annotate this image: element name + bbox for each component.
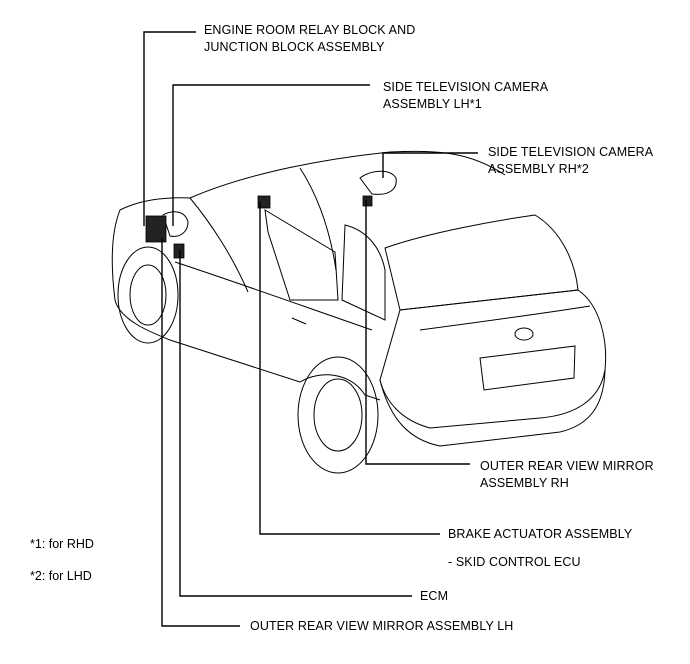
footnote-lhd: *2: for LHD — [30, 569, 92, 583]
leader-mirror-rh — [365, 200, 470, 465]
label-mirror-rh-line1: OUTER REAR VIEW MIRROR — [480, 459, 654, 473]
label-mirror-rh-line2: ASSEMBLY RH — [480, 476, 569, 490]
brake-actuator-component — [257, 195, 271, 209]
front-fascia — [111, 209, 171, 341]
rear-wheel — [297, 356, 379, 474]
front-side-window — [264, 209, 339, 301]
vehicle-outline — [111, 150, 607, 474]
label-camera-lh-line2: ASSEMBLY LH*1 — [383, 97, 482, 111]
right-mirror — [359, 170, 397, 195]
leader-ecm — [179, 250, 412, 597]
tail-lamp-line — [419, 305, 591, 331]
front-wheel — [117, 246, 179, 344]
leader-brake-actuator — [259, 202, 440, 535]
label-mirror-lh: OUTER REAR VIEW MIRROR ASSEMBLY LH — [250, 619, 514, 633]
label-camera-lh-line1: SIDE TELEVISION CAMERA — [383, 80, 549, 94]
label-brake-actuator: BRAKE ACTUATOR ASSEMBLY — [448, 527, 633, 541]
engine-relay-block-component — [145, 215, 167, 243]
leader-engine-relay — [143, 31, 196, 226]
label-engine-relay-line2: JUNCTION BLOCK ASSEMBLY — [204, 40, 385, 54]
rear-glass — [384, 214, 579, 311]
rear-emblem — [514, 327, 534, 341]
windshield-frame — [189, 167, 337, 293]
footnote-rhd: *1: for RHD — [30, 537, 94, 551]
rocker-panel — [169, 339, 381, 401]
left-mirror — [162, 211, 189, 237]
rear-tailgate — [379, 289, 607, 429]
front-rim — [129, 264, 167, 326]
mirror-rh-component — [362, 195, 373, 207]
ecm-component — [173, 243, 185, 259]
label-camera-rh-line1: SIDE TELEVISION CAMERA — [488, 145, 654, 159]
rear-rim — [313, 378, 363, 452]
label-camera-rh-line2: ASSEMBLY RH*2 — [488, 162, 589, 176]
leader-camera-lh — [172, 84, 370, 226]
license-recess — [479, 345, 576, 391]
leader-camera-rh — [382, 152, 478, 178]
label-skid-control: - SKID CONTROL ECU — [448, 555, 581, 569]
label-ecm: ECM — [420, 589, 449, 603]
rear-side-window — [341, 224, 386, 321]
label-engine-relay-line1: ENGINE ROOM RELAY BLOCK AND — [204, 23, 416, 37]
leader-mirror-lh — [161, 238, 240, 627]
belt-line — [174, 261, 373, 331]
door-handle — [291, 317, 307, 325]
rear-bumper — [379, 369, 606, 447]
roof-line — [189, 150, 506, 199]
hood-line — [119, 197, 191, 211]
